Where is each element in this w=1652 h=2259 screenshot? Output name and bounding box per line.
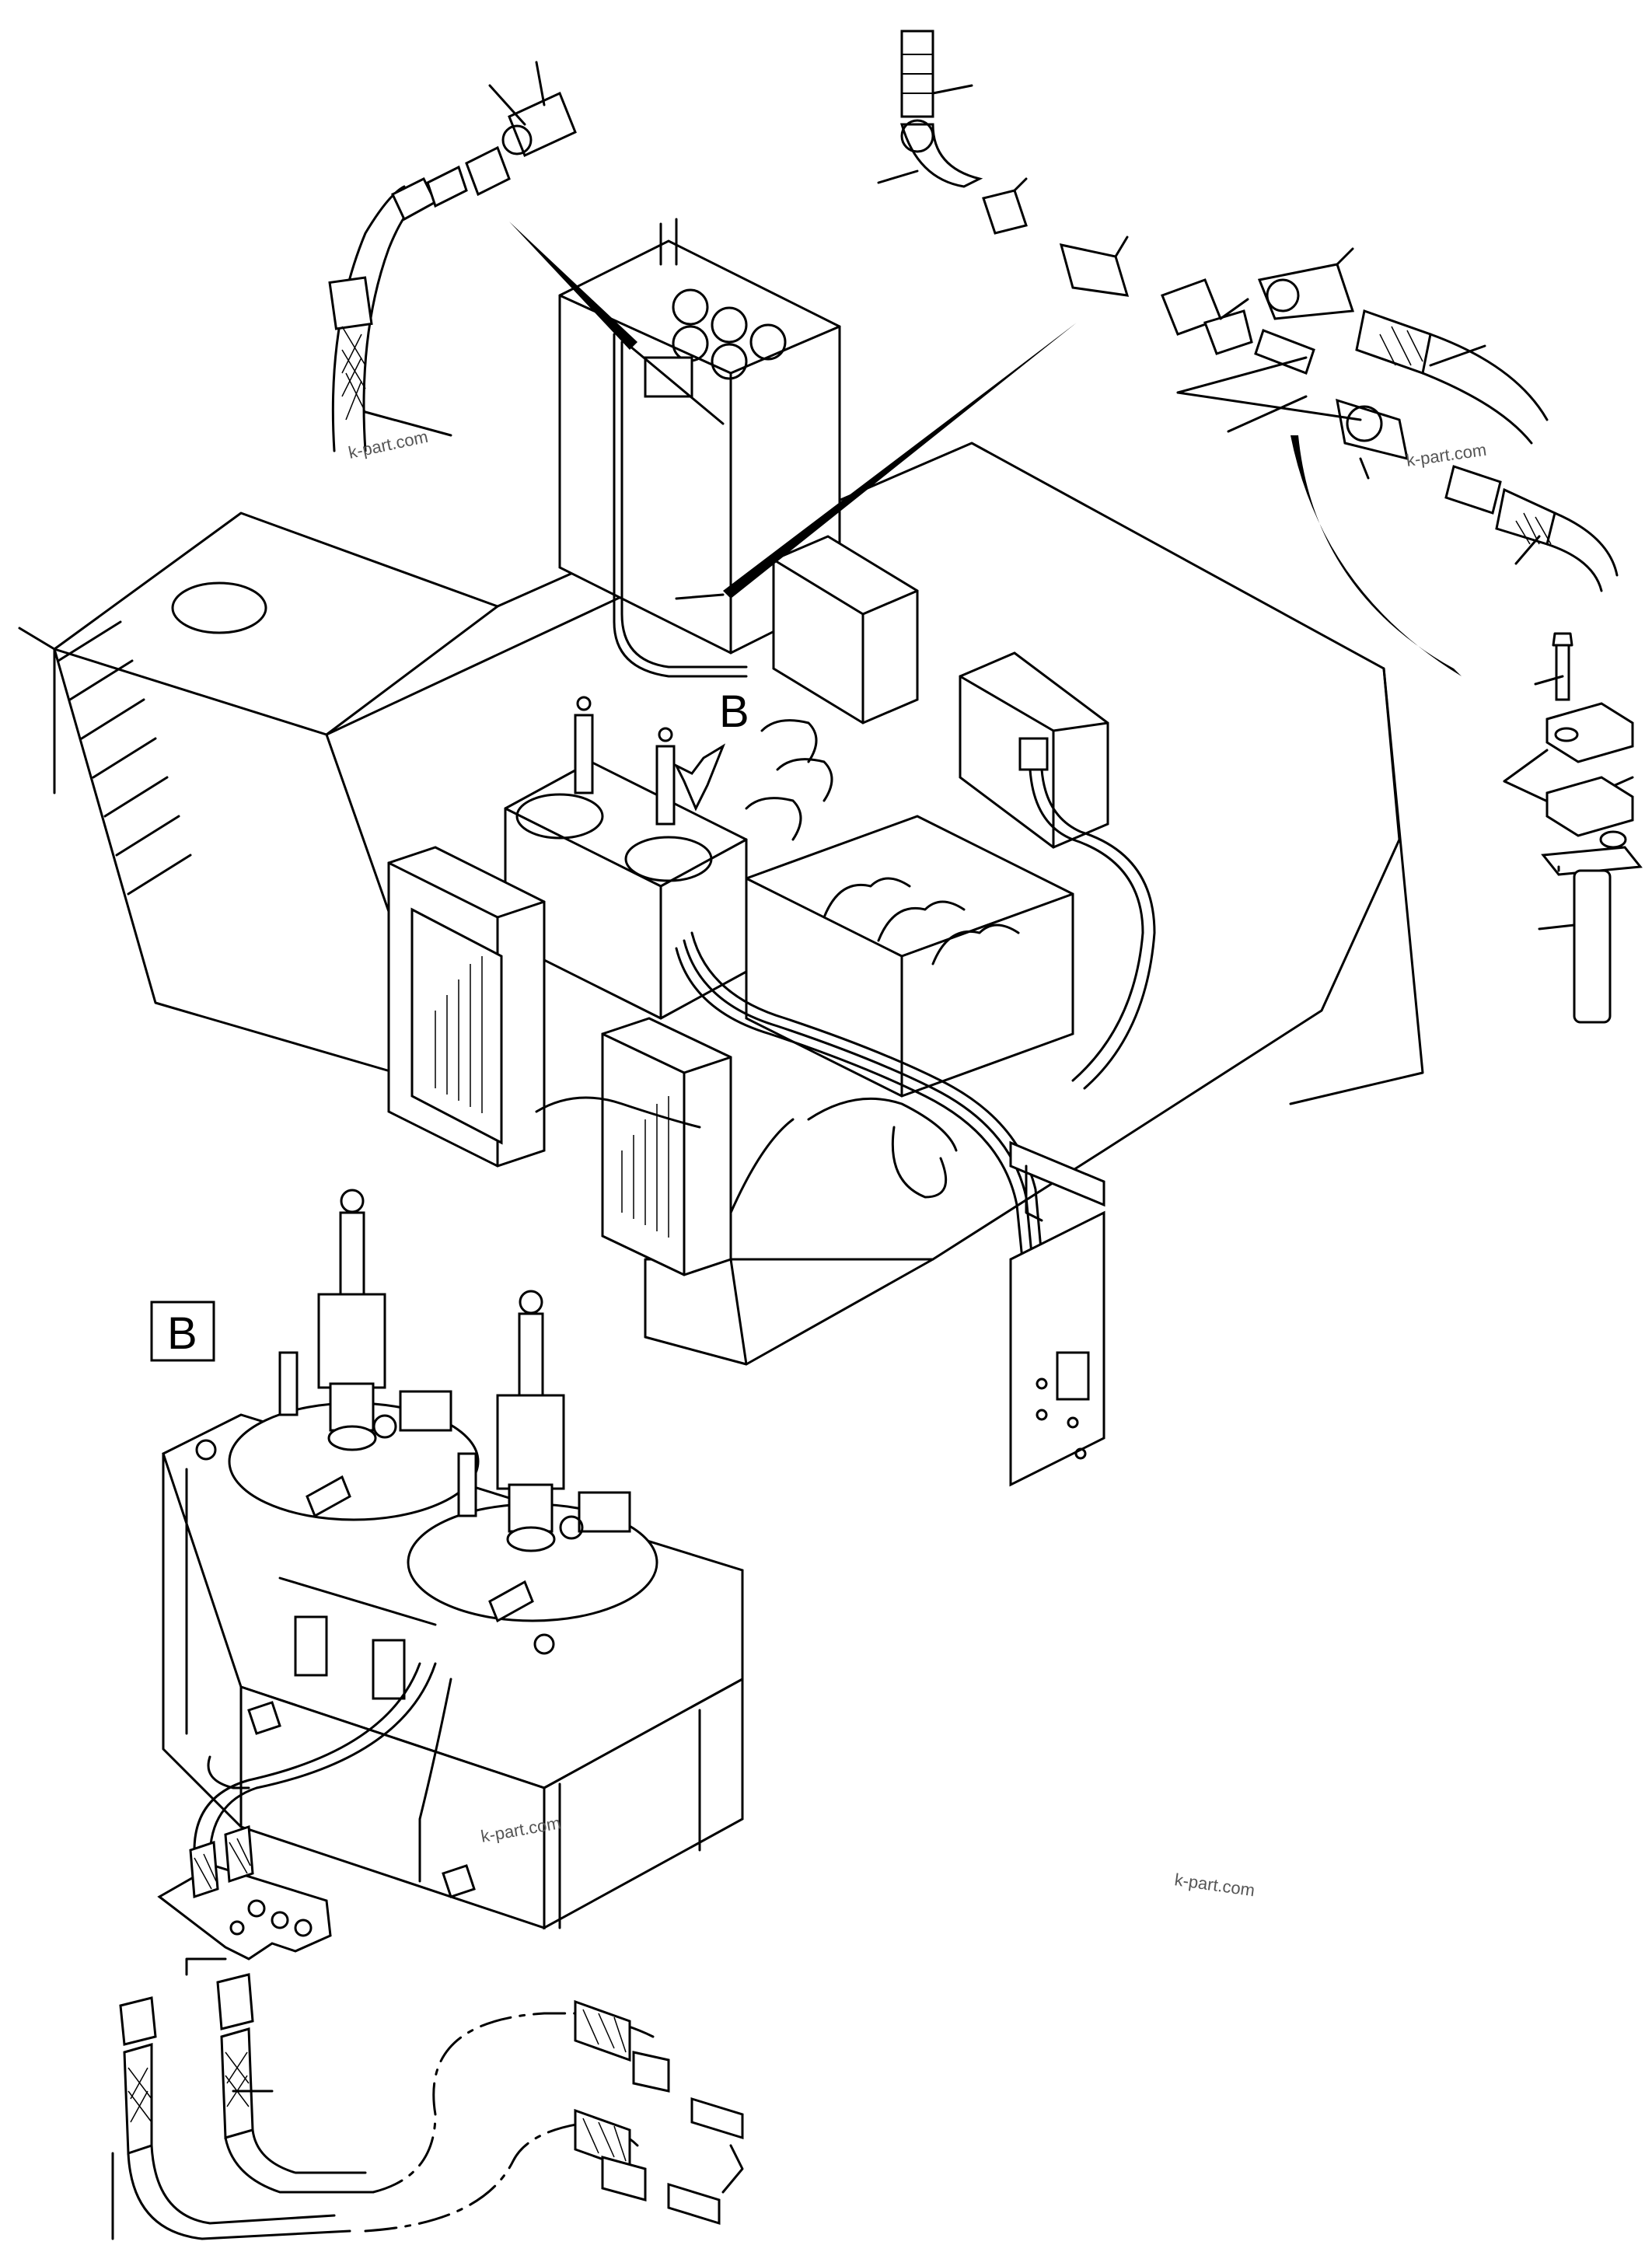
watermark: k-part.com — [347, 427, 430, 463]
engine — [745, 719, 1074, 1098]
stair-steps — [57, 620, 192, 896]
leader-wedge-left — [509, 222, 637, 350]
detail-label-box — [150, 1301, 215, 1362]
clamp-assembly — [1503, 632, 1643, 1024]
roof-hatch — [171, 581, 267, 634]
bottom-hoses — [111, 1957, 744, 2240]
watermark: k-part.com — [1173, 1870, 1256, 1900]
battery-boxes — [387, 846, 732, 1276]
lubricator-small — [504, 696, 748, 1020]
hose-assembly-top-left — [328, 61, 577, 452]
terminal-board — [1009, 1210, 1105, 1487]
hose-bundle — [675, 931, 1105, 1362]
detail-view-b: B — [150, 1189, 744, 1960]
leader-curve-right — [1291, 435, 1462, 676]
watermark: k-part.com — [1405, 440, 1487, 470]
detail-view-label: B — [167, 1308, 197, 1359]
fitting-chain-top-right — [877, 30, 1619, 592]
view-arrow — [673, 743, 726, 812]
leader-wedge-right — [723, 323, 1077, 599]
electrical-boxes — [772, 535, 1156, 1090]
view-arrow-label: B — [719, 686, 749, 737]
